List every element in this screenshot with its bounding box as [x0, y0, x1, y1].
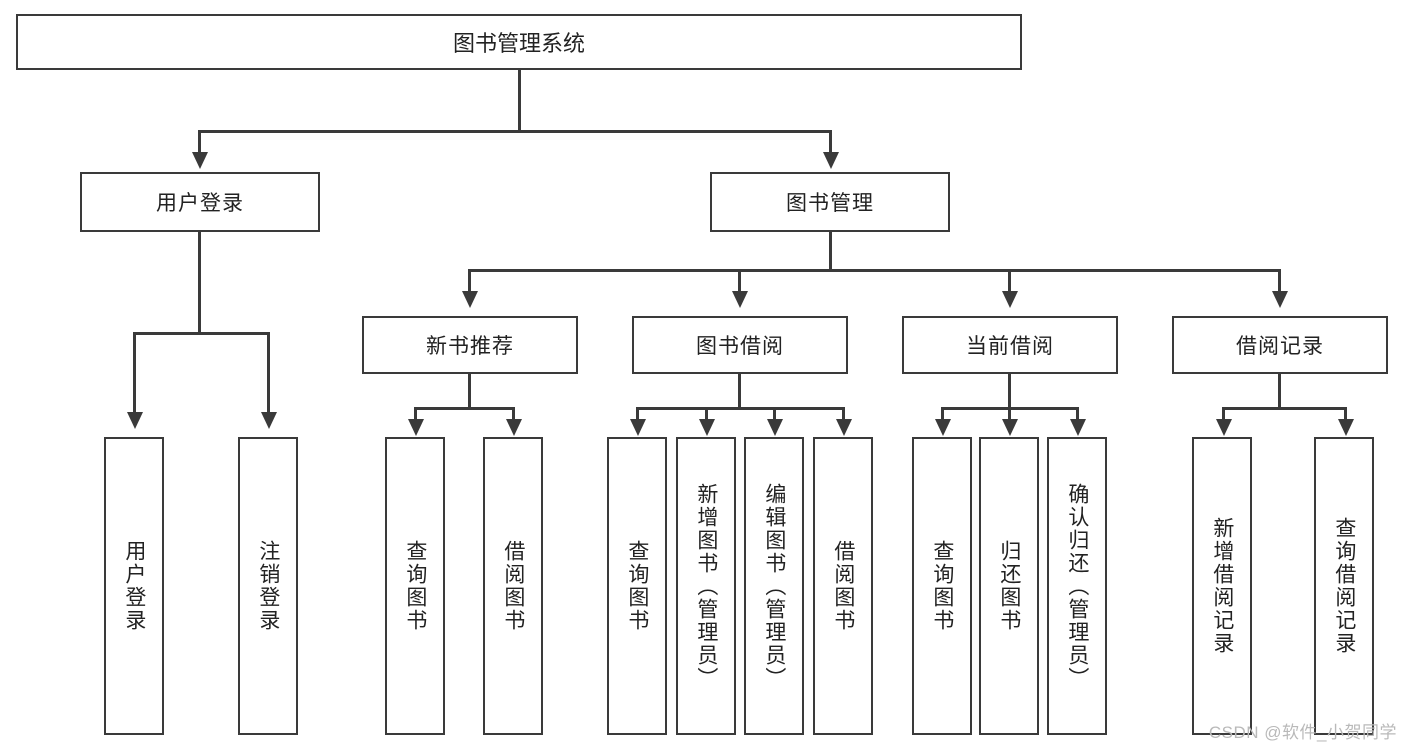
edge-book-manage-stem [829, 232, 832, 272]
leaf-borrow-book-1[interactable]: 借阅图书 [483, 437, 543, 735]
node-current-borrow[interactable]: 当前借阅 [902, 316, 1118, 374]
edge-book-manage-to-l3-4 [1278, 269, 1281, 293]
edge-cb-stem [1008, 374, 1011, 410]
leaf-query-book-3[interactable]: 查询图书 [912, 437, 972, 735]
edge-bb-to-leaf-2 [705, 407, 708, 421]
edge-bb-stem [738, 374, 741, 410]
arrow-book-manage-l3-1-icon [462, 291, 478, 308]
arrow-nbr-leaf-2-icon [506, 419, 522, 436]
edge-book-manage-to-l3-3 [1008, 269, 1011, 293]
leaf-logout-login[interactable]: 注销登录 [238, 437, 298, 735]
edge-bb-to-leaf-1 [636, 407, 639, 421]
node-book-manage[interactable]: 图书管理 [710, 172, 950, 232]
leaf-borrow-book-2[interactable]: 借阅图书 [813, 437, 873, 735]
arrow-bb-leaf-3-icon [767, 419, 783, 436]
edge-br-to-leaf-1 [1222, 407, 1225, 421]
node-borrow-record[interactable]: 借阅记录 [1172, 316, 1388, 374]
edge-cb-to-leaf-1 [941, 407, 944, 421]
leaf-add-book[interactable]: 新增图书（管理员） [676, 437, 736, 735]
edge-bb-bar [636, 407, 844, 410]
edge-user-login-to-leaf-2 [267, 332, 270, 414]
arrow-book-manage-l3-2-icon [732, 291, 748, 308]
edge-bb-to-leaf-3 [773, 407, 776, 421]
arrow-book-manage-l3-3-icon [1002, 291, 1018, 308]
edge-user-login-to-leaf-1 [133, 332, 136, 414]
edge-nbr-to-leaf-1 [414, 407, 417, 421]
arrow-cb-leaf-1-icon [935, 419, 951, 436]
edge-user-login-stem [198, 232, 201, 334]
watermark-text: CSDN @软件_小贺同学 [1208, 723, 1397, 742]
edge-root-to-book-manage [829, 130, 832, 156]
leaf-user-login[interactable]: 用户登录 [104, 437, 164, 735]
arrow-nbr-leaf-1-icon [408, 419, 424, 436]
edge-root-stem [518, 70, 521, 132]
edge-br-to-leaf-2 [1344, 407, 1347, 421]
arrow-br-leaf-2-icon [1338, 419, 1354, 436]
leaf-query-book-1[interactable]: 查询图书 [385, 437, 445, 735]
edge-cb-to-leaf-3 [1076, 407, 1079, 421]
arrow-bb-leaf-4-icon [836, 419, 852, 436]
edge-nbr-to-leaf-2 [512, 407, 515, 421]
leaf-return-book[interactable]: 归还图书 [979, 437, 1039, 735]
arrow-cb-leaf-3-icon [1070, 419, 1086, 436]
leaf-add-record[interactable]: 新增借阅记录 [1192, 437, 1252, 735]
leaf-confirm-return[interactable]: 确认归还（管理员） [1047, 437, 1107, 735]
node-root-book-management-system[interactable]: 图书管理系统 [16, 14, 1022, 70]
arrow-bb-leaf-2-icon [699, 419, 715, 436]
edge-br-stem [1278, 374, 1281, 410]
edge-nbr-bar [414, 407, 514, 410]
node-book-borrow[interactable]: 图书借阅 [632, 316, 848, 374]
edge-book-manage-to-l3-1 [468, 269, 471, 293]
leaf-query-record[interactable]: 查询借阅记录 [1314, 437, 1374, 735]
arrow-cb-leaf-2-icon [1002, 419, 1018, 436]
arrow-book-manage-l3-4-icon [1272, 291, 1288, 308]
arrow-br-leaf-1-icon [1216, 419, 1232, 436]
edge-root-bar [198, 130, 830, 133]
leaf-query-book-2[interactable]: 查询图书 [607, 437, 667, 735]
arrow-user-login-leaf-1-icon [127, 412, 143, 429]
arrow-bb-leaf-1-icon [630, 419, 646, 436]
edge-br-bar [1222, 407, 1346, 410]
edge-book-manage-bar [468, 269, 1280, 272]
edge-root-to-user-login [198, 130, 201, 156]
arrow-root-to-book-manage-icon [823, 152, 839, 169]
node-user-login[interactable]: 用户登录 [80, 172, 320, 232]
node-new-book-recommend[interactable]: 新书推荐 [362, 316, 578, 374]
arrow-user-login-leaf-2-icon [261, 412, 277, 429]
arrow-root-to-user-login-icon [192, 152, 208, 169]
edge-bb-to-leaf-4 [842, 407, 845, 421]
edge-nbr-stem [468, 374, 471, 410]
edge-cb-to-leaf-2 [1008, 407, 1011, 421]
leaf-edit-book[interactable]: 编辑图书（管理员） [744, 437, 804, 735]
edge-user-login-bar [133, 332, 269, 335]
edge-book-manage-to-l3-2 [738, 269, 741, 293]
